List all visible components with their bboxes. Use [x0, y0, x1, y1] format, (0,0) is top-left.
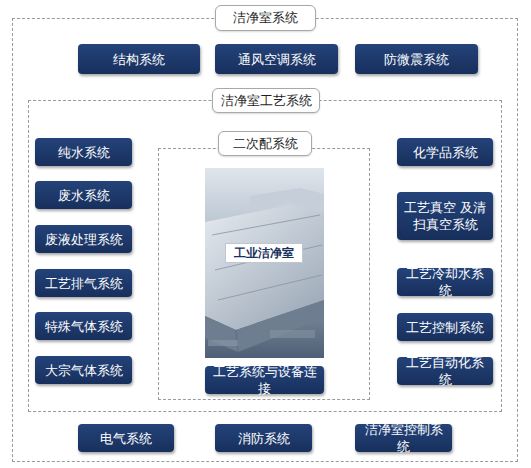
system-box: 工艺自动化系统 — [397, 357, 493, 385]
box-label: 工艺系统与设备连接 — [205, 363, 324, 397]
system-box: 废液处理系统 — [35, 225, 132, 253]
box-label: 工艺冷却水系统 — [397, 265, 493, 299]
box-label: 工艺排气系统 — [41, 275, 127, 292]
box-label: 工艺真空 及清扫真空系统 — [397, 199, 493, 233]
system-box: 工艺冷却水系统 — [397, 268, 493, 296]
box-label: 纯水系统 — [54, 144, 114, 161]
group-frame: 洁净室工艺系统纯水系统废水系统废液处理系统工艺排气系统特殊气体系统大宗气体系统二… — [28, 100, 502, 412]
system-box: 工艺真空 及清扫真空系统 — [397, 192, 493, 240]
system-box: 化学品系统 — [397, 138, 493, 166]
group-heading: 洁净室系统 — [215, 5, 316, 31]
system-box: 工艺控制系统 — [397, 313, 493, 341]
system-box: 废水系统 — [35, 181, 132, 209]
system-box: 大宗气体系统 — [35, 356, 132, 384]
box-label: 工艺控制系统 — [402, 319, 488, 336]
box-label: 特殊气体系统 — [41, 318, 127, 335]
group-heading: 洁净室工艺系统 — [212, 88, 320, 113]
group-frame: 二次配系统工业洁净室工艺系统与设备连接 — [158, 148, 370, 400]
system-box: 工艺排气系统 — [35, 269, 132, 297]
system-box: 工艺系统与设备连接 — [205, 366, 324, 394]
system-box: 特殊气体系统 — [35, 312, 132, 340]
box-label: 工艺自动化系统 — [397, 354, 493, 388]
system-box: 洁净室控制系统 — [355, 424, 452, 452]
system-box: 电气系统 — [78, 424, 174, 452]
box-label: 防微震系统 — [380, 51, 453, 68]
box-label: 大宗气体系统 — [41, 362, 127, 379]
box-label: 废液处理系统 — [41, 231, 127, 248]
system-box: 通风空调系统 — [215, 44, 338, 74]
group-heading: 二次配系统 — [218, 131, 312, 156]
box-label: 通风空调系统 — [234, 51, 320, 68]
box-label: 工业洁净室 — [234, 245, 294, 262]
box-label: 洁净室控制系统 — [355, 421, 452, 455]
image-label: 工业洁净室 — [225, 243, 303, 263]
system-box: 纯水系统 — [35, 138, 132, 166]
system-box: 结构系统 — [78, 44, 200, 74]
box-label: 结构系统 — [109, 51, 169, 68]
box-label: 消防系统 — [234, 430, 294, 447]
system-box: 防微震系统 — [355, 44, 478, 74]
system-box: 消防系统 — [215, 424, 312, 452]
group-frame: 洁净室系统结构系统通风空调系统防微震系统洁净室工艺系统纯水系统废水系统废液处理系… — [12, 18, 518, 462]
factory-render — [205, 168, 324, 358]
box-label: 废水系统 — [54, 187, 114, 204]
box-label: 电气系统 — [96, 430, 156, 447]
box-label: 化学品系统 — [409, 144, 482, 161]
